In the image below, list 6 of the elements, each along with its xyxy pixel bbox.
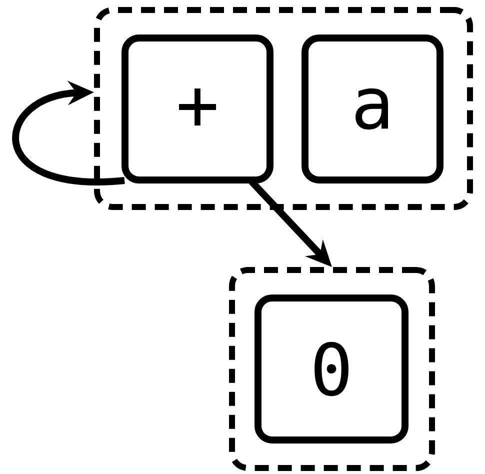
text-box: a: [302, 34, 444, 184]
arrow: [12, 80, 125, 186]
text-box: 0: [254, 294, 408, 444]
group-frame: [94, 7, 473, 210]
text-box: +: [122, 34, 274, 184]
group-frame: [229, 267, 435, 471]
